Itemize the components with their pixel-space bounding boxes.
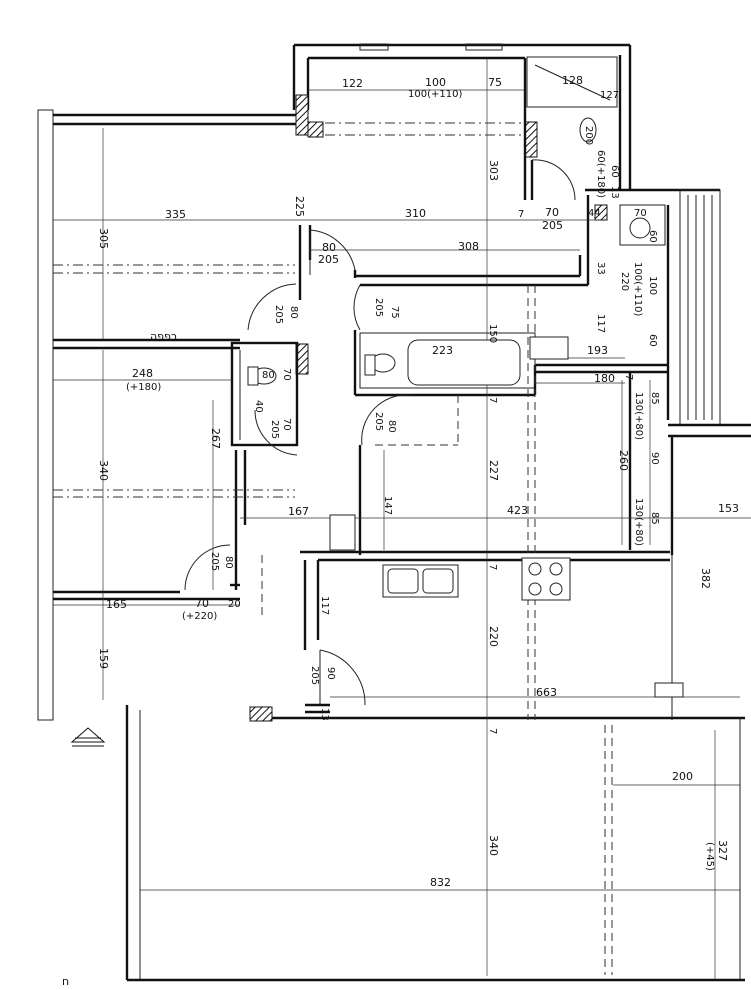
dim-label: 180	[594, 372, 615, 385]
dim-label: 40	[253, 400, 264, 413]
dim-label: 127	[600, 90, 619, 101]
dim-label: 128	[562, 74, 583, 87]
dim-label: 220	[619, 272, 630, 291]
dim-label: 60	[647, 334, 658, 347]
dim-label: 130(+80)	[633, 392, 644, 440]
dim-label: 193	[587, 344, 608, 357]
dim-label: 150	[487, 324, 498, 343]
dim-label: 159	[97, 648, 110, 669]
dim-label: 310	[405, 207, 426, 220]
fixtures	[247, 117, 684, 698]
dim-label: 80	[322, 241, 336, 254]
dim-label: (+220)	[182, 611, 217, 622]
dim-label: 200	[672, 770, 693, 783]
dim-label: 423	[507, 504, 528, 517]
dim-label: 117	[319, 596, 330, 615]
dim-label: 205	[269, 420, 280, 439]
dim-label: 13	[319, 708, 330, 721]
dimension-labels: 122 100 100(+110) 75 128 127 200 60(+180…	[62, 74, 739, 988]
dim-label: 70	[195, 597, 209, 610]
dim-label: 303	[487, 160, 500, 181]
dim-label: 220	[487, 626, 500, 647]
dim-label: 327	[716, 840, 729, 861]
dim-label: 205	[209, 552, 220, 571]
dim-label: 117	[595, 314, 606, 333]
dim-label: 340	[487, 835, 500, 856]
dim-label: 308	[458, 240, 479, 253]
dim-label: 167	[288, 505, 309, 518]
dim-label: 267	[209, 428, 222, 449]
dim-label: 20	[228, 599, 241, 610]
room-label: רפפה	[150, 330, 177, 343]
interior-walls	[53, 56, 670, 714]
dim-label: 832	[430, 876, 451, 889]
dim-label: 130(+80)	[633, 498, 644, 546]
dim-label: 75	[488, 76, 502, 89]
dim-label: 85	[649, 392, 660, 405]
dim-label: 200	[583, 126, 594, 145]
dim-label: 153	[718, 502, 739, 515]
dim-label: 7	[518, 209, 524, 220]
dim-label: 80	[262, 370, 275, 381]
north-arrow-icon	[70, 727, 106, 747]
outer-walls	[37, 43, 751, 982]
dim-label: 33	[595, 262, 606, 275]
dim-label: 70	[281, 418, 292, 431]
dim-label: 205	[309, 666, 320, 685]
dim-label: 205	[318, 253, 339, 266]
dim-label: 80	[223, 556, 234, 569]
dim-label: 227	[487, 460, 500, 481]
dim-label: 13	[609, 186, 620, 199]
dim-label: 223	[432, 344, 453, 357]
dim-label: 7	[487, 728, 498, 734]
dim-label: 340	[97, 460, 110, 481]
dim-label: 60	[647, 230, 658, 243]
dim-label: 205	[542, 219, 563, 232]
dim-label: 7	[623, 374, 634, 380]
dim-label: 100	[647, 276, 658, 295]
hatched-walls	[249, 94, 608, 722]
dim-label: (+180)	[126, 382, 161, 393]
dim-label: 165	[106, 598, 127, 611]
dim-label: 60	[609, 165, 620, 178]
dim-label: 7	[487, 397, 498, 403]
dim-label: 7	[487, 564, 498, 570]
dim-label: 205	[373, 412, 384, 431]
dim-label: 100(+110)	[408, 89, 462, 100]
dim-label: 248	[132, 367, 153, 380]
dim-label: 90	[649, 452, 660, 465]
dim-label: 335	[165, 208, 186, 221]
dim-label: 205	[373, 298, 384, 317]
dim-label: 100(+110)	[632, 262, 643, 316]
dim-label: (+45)	[704, 842, 715, 871]
dim-label: 663	[536, 686, 557, 699]
dim-label: 382	[699, 568, 712, 589]
dimension-lines	[53, 58, 751, 980]
dim-label: 100	[425, 76, 446, 89]
dim-label: 44	[588, 208, 601, 219]
dim-label: 80	[386, 420, 397, 433]
dim-label: 90	[325, 667, 336, 680]
dim-label: 85	[649, 512, 660, 525]
dim-label: 205	[273, 305, 284, 324]
dim-label: 70	[634, 208, 647, 219]
dim-label: 70	[545, 206, 559, 219]
dim-label: 122	[342, 77, 363, 90]
dim-label: 225	[293, 196, 306, 217]
doors	[184, 159, 576, 706]
dim-label: 260	[617, 450, 630, 471]
corner-mark: ח	[62, 975, 69, 988]
dim-label: 75	[389, 306, 400, 319]
dim-label: 80	[288, 306, 299, 319]
dim-label: 60(+180)	[595, 150, 606, 198]
dim-label: 305	[97, 228, 110, 249]
dim-label: 147	[382, 496, 393, 515]
dim-label: 70	[281, 368, 292, 381]
